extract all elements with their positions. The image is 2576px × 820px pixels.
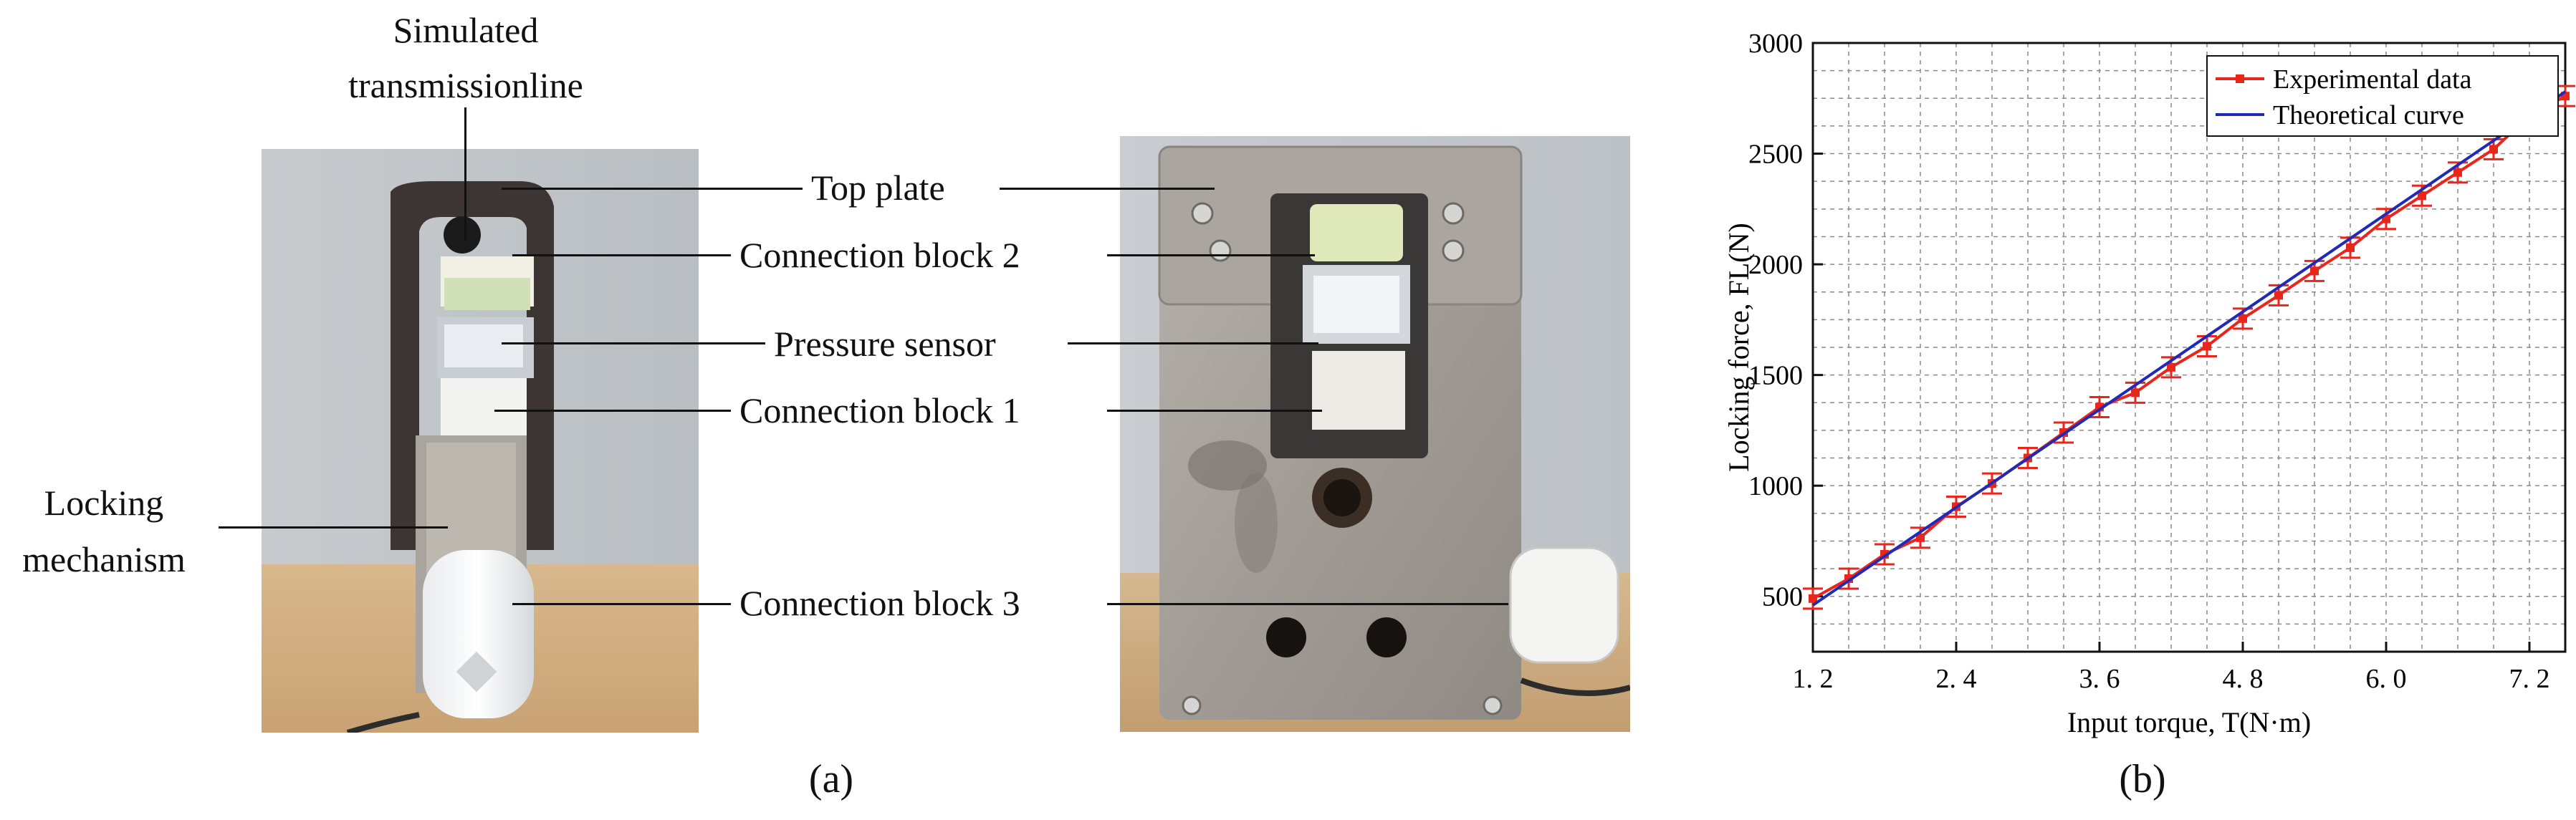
x-tick-label: 3. 6 xyxy=(2079,664,2120,694)
label-locking-mechanism-2: mechanism xyxy=(22,539,186,579)
photo-front-view xyxy=(1120,136,1630,732)
x-axis-label: Input torque, T(N·m) xyxy=(2067,706,2311,738)
data-point xyxy=(2310,266,2319,276)
leader-locking-mechanism xyxy=(219,526,448,529)
data-point xyxy=(2274,291,2283,300)
data-point xyxy=(2418,191,2426,201)
caption-a: (a) xyxy=(808,757,854,801)
caption-b: (b) xyxy=(2119,757,2166,801)
label-locking-mechanism-1: Locking xyxy=(44,483,164,523)
y-axis-label: Locking force, FL(N) xyxy=(1723,223,1755,472)
photo-side-view xyxy=(262,149,699,733)
series-line xyxy=(1811,90,2567,607)
leader-pressure-right xyxy=(1068,342,1318,344)
photo-side-view-drawing xyxy=(262,149,699,733)
x-tick-label: 1. 2 xyxy=(1793,664,1834,694)
label-simulated-line-2: transmissionline xyxy=(348,65,583,105)
legend-label: Experimental data xyxy=(2273,64,2472,95)
x-tick-label: 2. 4 xyxy=(1936,664,1977,694)
leader-cb3-right xyxy=(1107,603,1508,605)
label-connection-block-2: Connection block 2 xyxy=(739,235,1020,275)
locking-force-chart: 1. 2 2. 4 3. 6 4. 8 6. 0 7. 2 500 1000 1500 2000… xyxy=(1723,29,2575,738)
y-tick-labels: 500 1000 1500 2000 2500 3000 xyxy=(1748,29,1803,612)
data-point xyxy=(2453,168,2462,177)
series-group xyxy=(1803,85,2575,610)
label-pressure-sensor: Pressure sensor xyxy=(774,324,996,364)
x-tick-labels: 1. 2 2. 4 3. 6 4. 8 6. 0 7. 2 xyxy=(1793,664,2550,694)
data-point xyxy=(2131,388,2140,397)
plot-area-frame xyxy=(1811,42,2567,653)
y-tick-label: 500 xyxy=(1762,582,1803,612)
leader-cb2-left xyxy=(512,254,731,256)
legend-marker xyxy=(2236,74,2244,83)
series-line xyxy=(1812,95,2566,600)
data-point xyxy=(2167,362,2175,372)
y-tick-label: 2500 xyxy=(1748,140,1803,170)
label-top-plate: Top plate xyxy=(811,168,945,208)
legend-box xyxy=(2206,55,2559,137)
data-point xyxy=(2346,243,2355,252)
x-tick-label: 7. 2 xyxy=(2509,664,2550,694)
data-point xyxy=(2489,145,2498,154)
leader-simulated-line xyxy=(464,107,466,240)
y-tick-label: 2000 xyxy=(1748,250,1803,280)
legend-label: Theoretical curve xyxy=(2273,100,2464,130)
y-tick-label: 1000 xyxy=(1748,471,1803,501)
leader-cb2-right xyxy=(1107,254,1315,256)
photo-front-view-drawing xyxy=(1120,136,1630,732)
leader-pressure-left xyxy=(502,342,765,344)
label-simulated-line-1: Simulated xyxy=(393,10,539,50)
data-point xyxy=(1809,594,1817,603)
data-point xyxy=(2239,314,2247,323)
y-tick-label: 3000 xyxy=(1748,29,1803,59)
leader-cb1-left xyxy=(494,410,731,412)
data-point xyxy=(2203,342,2211,351)
label-connection-block-1: Connection block 1 xyxy=(739,390,1020,430)
leader-cb1-right xyxy=(1107,410,1322,412)
leader-top-plate-right xyxy=(1000,188,1215,190)
x-tick-label: 4. 8 xyxy=(2223,664,2264,694)
y-tick-label: 1500 xyxy=(1748,361,1803,391)
leader-cb3-left xyxy=(512,603,731,605)
x-tick-label: 6. 0 xyxy=(2366,664,2407,694)
label-connection-block-3: Connection block 3 xyxy=(739,583,1020,623)
leader-top-plate-left xyxy=(502,188,803,190)
data-point xyxy=(1916,533,1925,542)
